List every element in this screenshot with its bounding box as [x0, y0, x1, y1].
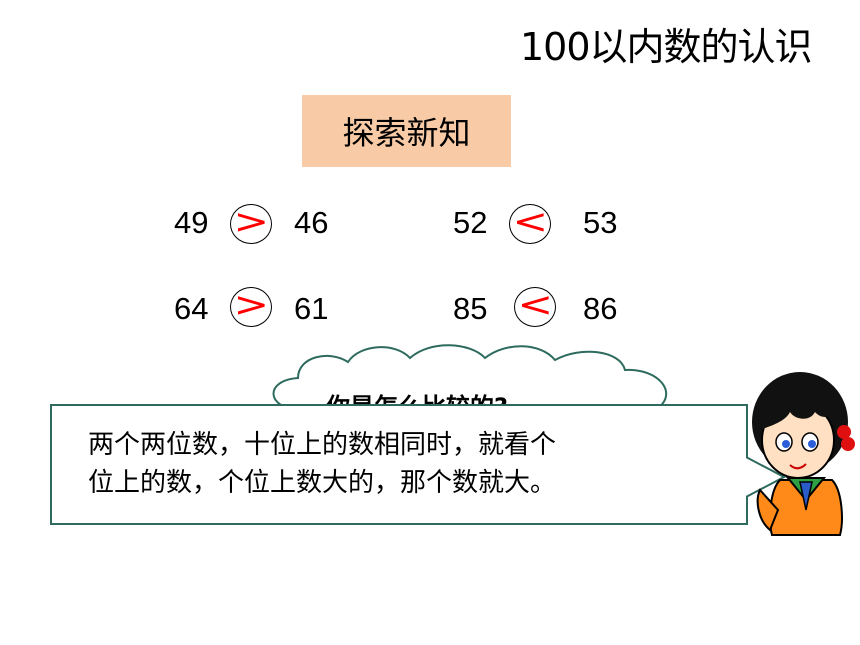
- comparison-symbol: >: [233, 202, 269, 242]
- comparison-left-number: 52: [453, 205, 488, 240]
- comparison-symbol-circle: <: [509, 204, 551, 244]
- answer-line: 位上的数，个位上数大的，那个数就大。: [88, 468, 557, 498]
- comparison-symbol: <: [512, 202, 548, 242]
- speech-tail: [746, 456, 786, 498]
- section-tag: 探索新知: [302, 95, 511, 167]
- comparison-right-number: 61: [294, 291, 329, 326]
- comparison-symbol: >: [233, 285, 269, 325]
- comparison-symbol-circle: >: [230, 204, 272, 244]
- comparison-left-number: 85: [453, 291, 488, 326]
- comparison-left-number: 64: [174, 291, 209, 326]
- answer-box: 两个两位数，十位上的数相同时，就看个 位上的数，个位上数大的，那个数就大。: [50, 404, 748, 525]
- comparison-right-number: 86: [583, 291, 618, 326]
- comparison-right-number: 53: [583, 205, 618, 240]
- answer-line: 两个两位数，十位上的数相同时，就看个: [88, 430, 557, 460]
- comparison-left-number: 49: [174, 205, 209, 240]
- thought-cloud: [272, 344, 668, 411]
- comparison-symbol-circle: >: [230, 287, 272, 327]
- comparison-symbol-circle: <: [514, 287, 556, 327]
- comparison-right-number: 46: [294, 205, 329, 240]
- page-title: 100以内数的认识: [520, 25, 813, 69]
- girl-illustration: [752, 372, 855, 536]
- comparison-symbol: <: [517, 285, 553, 325]
